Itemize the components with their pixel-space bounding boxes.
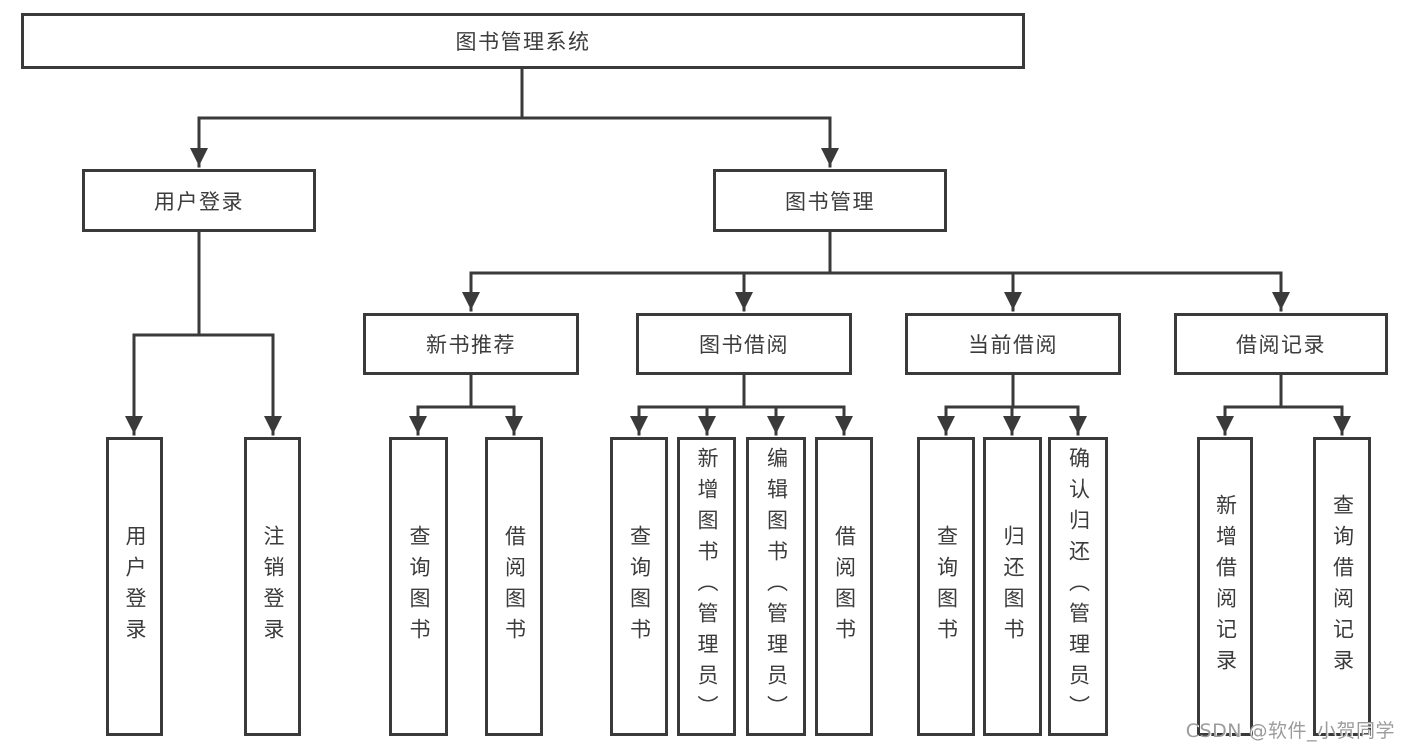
leaf-confirm-return-admin: 确认归还（管理员）: [1048, 437, 1108, 736]
leaf-query-books-borrow: 查询图书: [610, 437, 668, 736]
leaf-borrow-books: 借阅图书: [815, 437, 873, 736]
leaf-query-books-current: 查询图书: [917, 437, 975, 736]
node-book-borrow: 图书借阅: [636, 313, 852, 375]
node-borrow-record: 借阅记录: [1174, 313, 1388, 375]
leaf-label: 查询图书: [627, 524, 652, 649]
node-label: 借阅记录: [1236, 333, 1326, 357]
node-new-book-recommend: 新书推荐: [363, 313, 579, 375]
leaf-label: 新增借阅记录: [1213, 493, 1238, 680]
connector-borrow-record-children: [1216, 373, 1351, 436]
leaf-edit-books-admin: 编辑图书（管理员）: [746, 437, 806, 736]
leaf-label: 查询图书: [934, 524, 959, 649]
connector-root-to-level2: [190, 67, 839, 168]
csdn-watermark: CSDN @软件_小贺同学: [1185, 720, 1395, 742]
connector-book-management-children: [462, 230, 1290, 312]
leaf-label: 确认归还（管理员）: [1066, 447, 1091, 726]
leaf-borrow-books-recommend: 借阅图书: [485, 437, 543, 736]
node-label: 图书借阅: [699, 333, 789, 357]
node-library-management-system: 图书管理系统: [21, 13, 1025, 69]
leaf-query-books-recommend: 查询图书: [389, 437, 448, 736]
leaf-add-borrow-record: 新增借阅记录: [1197, 437, 1253, 736]
connector-book-borrow-children: [630, 373, 853, 436]
connector-current-borrow-children: [937, 373, 1087, 436]
node-book-management: 图书管理: [713, 169, 947, 232]
leaf-label: 查询图书: [407, 524, 431, 649]
node-label: 用户登录: [154, 189, 244, 214]
connector-user-login-children: [125, 230, 282, 436]
leaf-label: 注销登录: [261, 524, 285, 649]
leaf-label: 用户登录: [123, 524, 147, 649]
leaf-label: 借阅图书: [832, 524, 857, 649]
node-label: 图书管理: [785, 189, 875, 214]
leaf-add-books-admin: 新增图书（管理员）: [677, 437, 736, 736]
leaf-return-books: 归还图书: [983, 437, 1042, 736]
node-label: 当前借阅: [968, 333, 1058, 357]
leaf-label: 归还图书: [1001, 524, 1025, 649]
leaf-query-borrow-record: 查询借阅记录: [1313, 437, 1371, 736]
connector-new-book-children: [409, 373, 523, 436]
node-label: 新书推荐: [426, 333, 516, 357]
leaf-label: 新增图书（管理员）: [695, 447, 719, 726]
leaf-label: 编辑图书（管理员）: [764, 447, 789, 726]
leaf-user-login: 用户登录: [106, 437, 163, 736]
leaf-label: 查询借阅记录: [1330, 493, 1355, 680]
node-user-login: 用户登录: [82, 169, 316, 232]
leaf-label: 借阅图书: [502, 524, 527, 649]
node-label: 图书管理系统: [455, 30, 591, 54]
leaf-logout: 注销登录: [244, 437, 301, 736]
node-current-borrow: 当前借阅: [905, 313, 1121, 375]
